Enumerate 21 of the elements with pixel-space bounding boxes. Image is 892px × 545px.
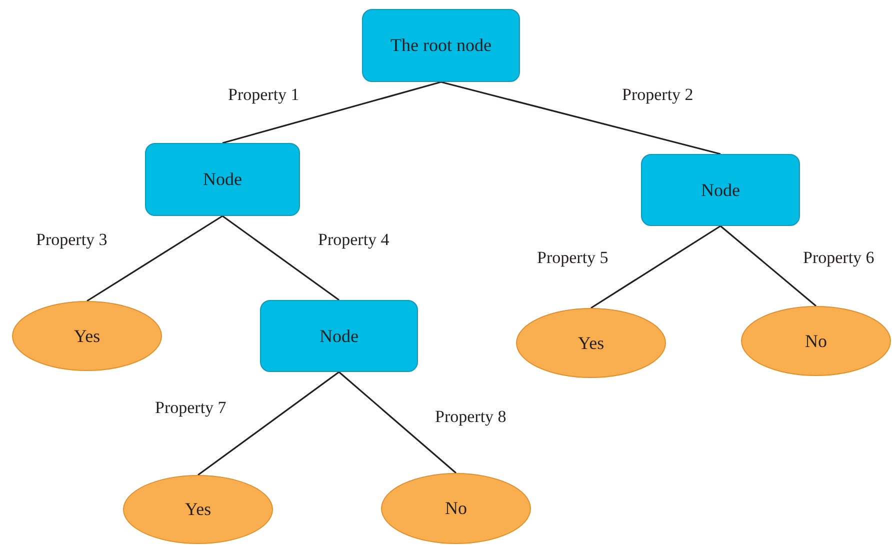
connector-line <box>440 81 721 155</box>
node-label: Node <box>203 168 242 191</box>
decision-node-box <box>145 143 300 216</box>
decision-node-box <box>362 9 520 82</box>
connector-line <box>720 225 817 307</box>
connector-line <box>198 371 340 476</box>
decision-node-box <box>260 300 418 372</box>
node-label: Yes <box>74 324 100 348</box>
node-label: Node <box>320 324 358 348</box>
node-label: Yes <box>578 332 604 354</box>
connector-line <box>222 215 340 301</box>
connector-line <box>338 371 457 474</box>
connector-line <box>222 81 442 144</box>
node-label: Node <box>701 178 740 202</box>
decision-node-box <box>641 154 800 226</box>
node-label: No <box>445 497 467 520</box>
connector-line <box>590 225 721 309</box>
node-label: Yes <box>184 498 212 521</box>
node-label: The root node <box>390 34 492 57</box>
node-label: No <box>805 330 827 352</box>
connector-line <box>86 215 223 302</box>
